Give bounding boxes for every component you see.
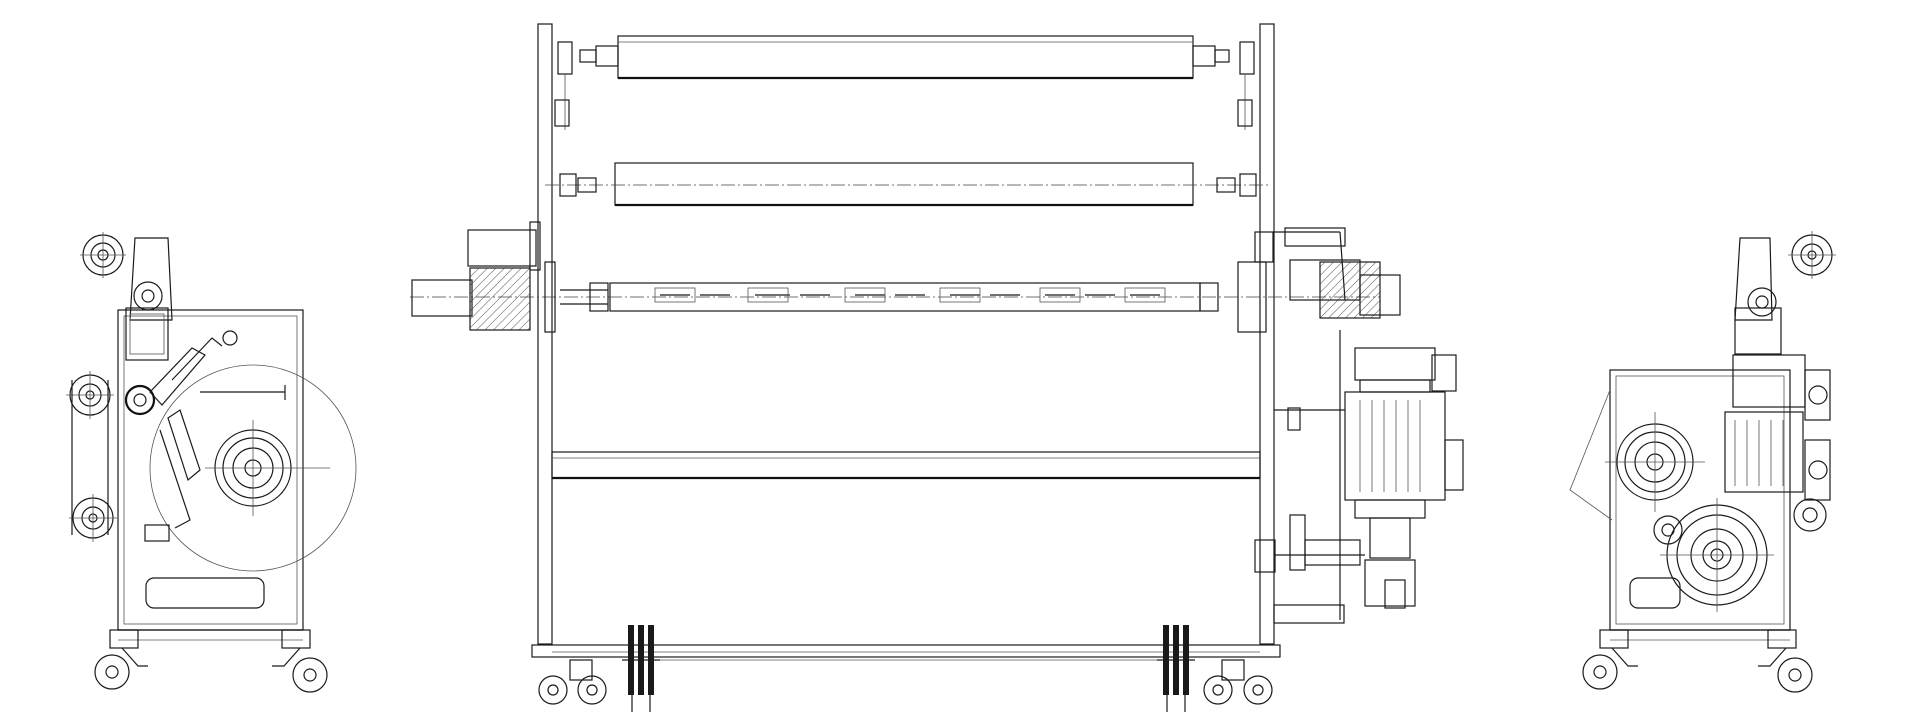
caster-wheel-icon — [94, 629, 148, 690]
motor-icon — [1344, 347, 1464, 609]
disc-blade-stack-icon — [1157, 625, 1195, 712]
disc-blade-stack-icon — [622, 625, 660, 712]
right-side-view — [1569, 231, 1836, 693]
caster-wheel-icon — [1758, 629, 1813, 693]
top-roller-icon — [1788, 231, 1836, 279]
caster-wheel-icon — [1203, 659, 1273, 705]
top-roller — [554, 35, 1255, 130]
caster-wheel-icon — [272, 629, 328, 693]
left-side-view — [66, 232, 357, 693]
top-roller-icon — [80, 232, 126, 278]
reel-hub-icon — [1605, 412, 1705, 512]
drive-shaft — [410, 221, 1401, 333]
caster-wheel-icon — [538, 659, 607, 705]
front-elevation — [410, 23, 1464, 712]
reel-hub-icon — [205, 420, 330, 516]
gearbox-icon — [1660, 498, 1774, 612]
second-roller — [545, 162, 1268, 207]
caster-wheel-icon — [1582, 629, 1638, 690]
